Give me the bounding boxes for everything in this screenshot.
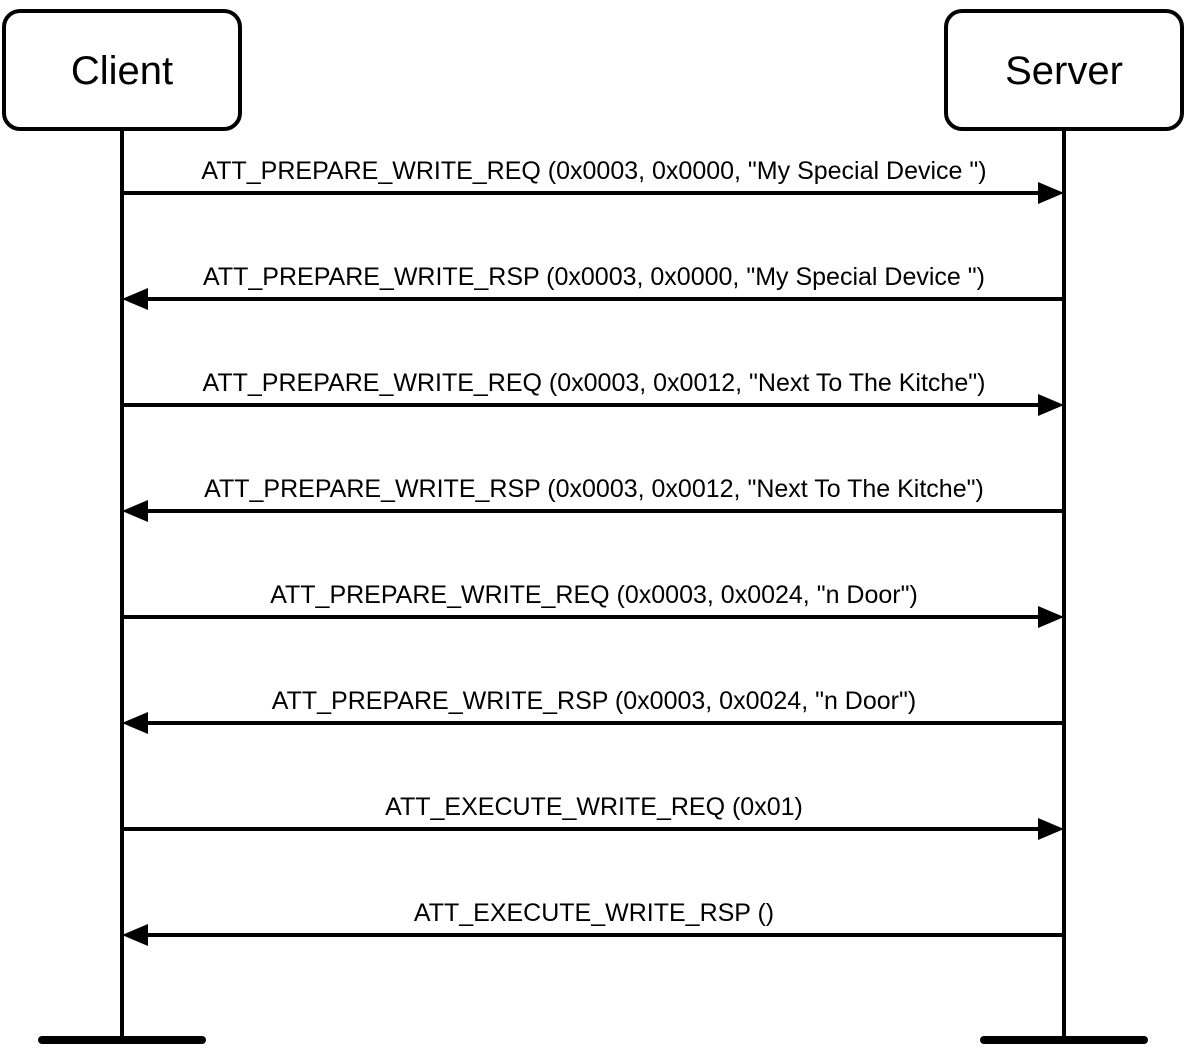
message-label: ATT_PREPARE_WRITE_REQ (0x0003, 0x0000, "… xyxy=(201,157,986,185)
arrowhead-icon xyxy=(122,500,148,522)
arrowhead-icon xyxy=(122,288,148,310)
arrowhead-icon xyxy=(1038,182,1064,204)
message-8: ATT_EXECUTE_WRITE_RSP () xyxy=(122,899,1064,946)
arrowhead-icon xyxy=(122,712,148,734)
arrowhead-icon xyxy=(1038,818,1064,840)
actor-client-label: Client xyxy=(71,49,173,93)
message-label: ATT_PREPARE_WRITE_RSP (0x0003, 0x0012, "… xyxy=(204,475,984,503)
arrowhead-icon xyxy=(1038,606,1064,628)
message-1: ATT_PREPARE_WRITE_REQ (0x0003, 0x0000, "… xyxy=(122,157,1064,204)
message-label: ATT_PREPARE_WRITE_REQ (0x0003, 0x0024, "… xyxy=(270,581,918,609)
message-list: ATT_PREPARE_WRITE_REQ (0x0003, 0x0000, "… xyxy=(122,157,1064,946)
message-2: ATT_PREPARE_WRITE_RSP (0x0003, 0x0000, "… xyxy=(122,263,1064,310)
arrowhead-icon xyxy=(122,924,148,946)
message-3: ATT_PREPARE_WRITE_REQ (0x0003, 0x0012, "… xyxy=(122,369,1064,416)
message-label: ATT_PREPARE_WRITE_RSP (0x0003, 0x0024, "… xyxy=(272,687,916,715)
actor-server-label: Server xyxy=(1005,49,1123,93)
arrowhead-icon xyxy=(1038,394,1064,416)
message-5: ATT_PREPARE_WRITE_REQ (0x0003, 0x0024, "… xyxy=(122,581,1064,628)
message-label: ATT_PREPARE_WRITE_REQ (0x0003, 0x0012, "… xyxy=(203,369,986,397)
message-6: ATT_PREPARE_WRITE_RSP (0x0003, 0x0024, "… xyxy=(122,687,1064,734)
actor-client: Client xyxy=(2,9,242,131)
message-4: ATT_PREPARE_WRITE_RSP (0x0003, 0x0012, "… xyxy=(122,475,1064,522)
actor-server: Server xyxy=(944,9,1184,131)
message-7: ATT_EXECUTE_WRITE_REQ (0x01) xyxy=(122,793,1064,840)
message-label: ATT_PREPARE_WRITE_RSP (0x0003, 0x0000, "… xyxy=(203,263,985,291)
message-label: ATT_EXECUTE_WRITE_REQ (0x01) xyxy=(385,793,803,821)
message-label: ATT_EXECUTE_WRITE_RSP () xyxy=(414,899,774,927)
